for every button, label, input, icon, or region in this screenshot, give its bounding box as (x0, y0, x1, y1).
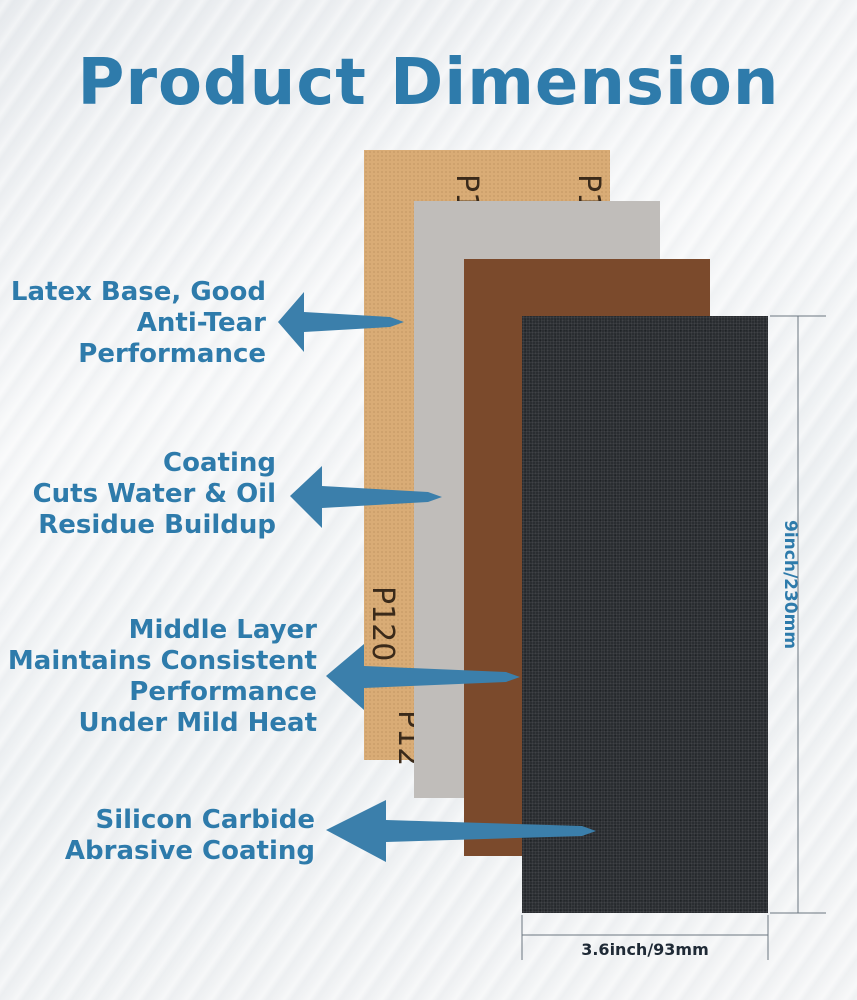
page-title: Product Dimension (77, 46, 780, 120)
callout-line: Cuts Water & Oil (32, 479, 276, 509)
width-dimension-label: 3.6inch/93mm (581, 940, 709, 959)
width-dimension-line (521, 915, 769, 960)
callout-middle-layer: Middle Layer Maintains Consistent Perfor… (0, 615, 317, 739)
arrow-middle-layer (326, 644, 520, 710)
callout-line: Maintains Consistent (7, 646, 317, 676)
callout-line: Performance (78, 339, 266, 369)
callout-coating: Coating Cuts Water & Oil Residue Buildup (0, 448, 276, 541)
callout-line: Middle Layer (128, 615, 317, 645)
callout-line: Abrasive Coating (64, 836, 315, 866)
silicon-carbide-sheet (522, 316, 768, 913)
callout-line: Latex Base, Good (10, 277, 266, 307)
callout-line: Residue Buildup (38, 510, 276, 540)
arrow-latex-base (278, 292, 404, 352)
height-dimension-label: 9inch/230mm (780, 520, 800, 650)
height-dimension-line (770, 315, 826, 914)
callout-line: Under Mild Heat (78, 708, 317, 738)
callout-line: Coating (163, 448, 276, 478)
callout-line: Silicon Carbide (95, 805, 315, 835)
arrow-coating (290, 466, 442, 528)
arrow-silicon-carbide (326, 800, 596, 862)
callout-line: Performance (129, 677, 317, 707)
callout-line: Anti-Tear (136, 308, 266, 338)
callout-silicon-carbide: Silicon Carbide Abrasive Coating (0, 805, 315, 867)
callout-latex-base: Latex Base, Good Anti-Tear Performance (0, 277, 266, 370)
